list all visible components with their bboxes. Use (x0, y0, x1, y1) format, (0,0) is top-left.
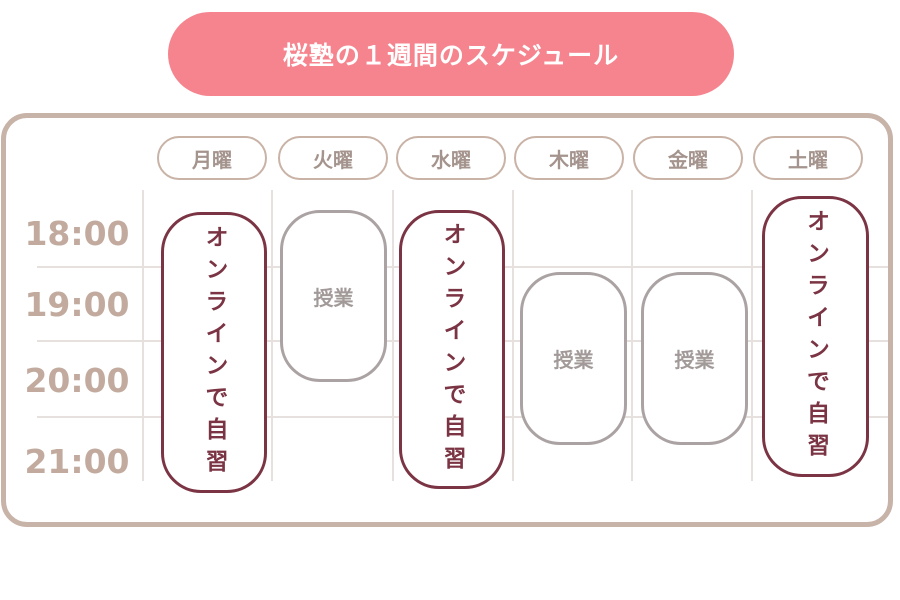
time-label-19: 19:00 (24, 285, 130, 324)
time-label-21: 21:00 (24, 442, 130, 481)
block-sat-self-study: オンラインで自習 (762, 196, 869, 477)
grid-vline (751, 190, 753, 481)
grid-vline (142, 190, 144, 481)
self-study-label: オンラインで自習 (439, 221, 465, 478)
self-study-label: オンラインで自習 (802, 208, 829, 465)
schedule-title: 桜塾の１週間のスケジュール (282, 41, 620, 70)
time-label-18: 18:00 (24, 214, 130, 253)
block-fri-class: 授業 (641, 272, 748, 445)
day-header-wed: 水曜 (396, 136, 506, 180)
grid-vline (512, 190, 514, 481)
block-tue-class: 授業 (280, 210, 387, 382)
day-header-fri: 金曜 (633, 136, 743, 180)
grid-vline (631, 190, 633, 481)
grid-vline (392, 190, 394, 481)
self-study-label: オンラインで自習 (201, 224, 227, 481)
day-header-tue: 火曜 (278, 136, 388, 180)
day-header-thu: 木曜 (514, 136, 624, 180)
block-mon-self-study: オンラインで自習 (161, 212, 267, 493)
block-wed-self-study: オンラインで自習 (399, 210, 505, 489)
time-label-20: 20:00 (24, 361, 130, 400)
class-label: 授業 (553, 348, 594, 372)
day-header-sat: 土曜 (753, 136, 863, 180)
class-label: 授業 (313, 285, 354, 310)
grid-vline (271, 190, 273, 481)
title-banner: 桜塾の１週間のスケジュール (168, 12, 734, 96)
block-thu-class: 授業 (520, 272, 627, 445)
day-header-mon: 月曜 (157, 136, 267, 180)
class-label: 授業 (674, 348, 715, 372)
